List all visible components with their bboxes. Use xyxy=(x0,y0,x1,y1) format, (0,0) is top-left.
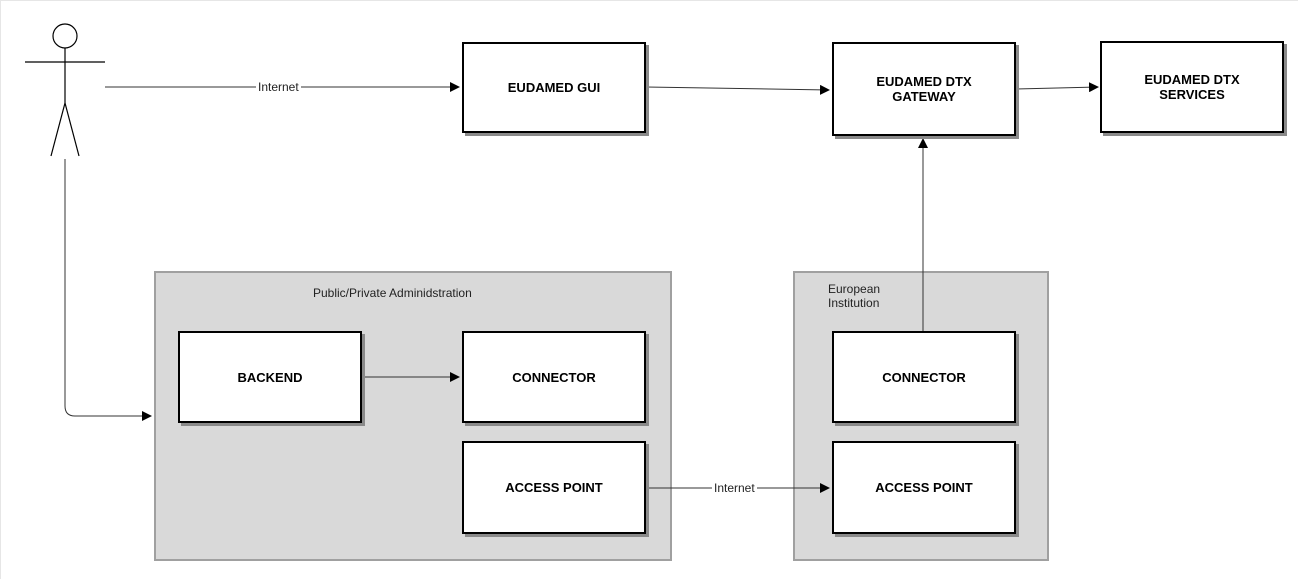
node-access-point-eu: ACCESS POINT xyxy=(832,441,1016,534)
node-eudamed-dtx-gateway: EUDAMED DTX GATEWAY xyxy=(832,42,1016,136)
node-connector-public: CONNECTOR xyxy=(462,331,646,423)
edge-label-internet-top: Internet xyxy=(256,80,301,94)
edge-gateway-to-services xyxy=(1015,82,1099,93)
node-eudamed-gui: EUDAMED GUI xyxy=(462,42,646,133)
edge-gui-to-gateway xyxy=(645,84,830,95)
group-label-public-private: Public/Private Adminidstration xyxy=(313,286,472,300)
node-connector-eu: CONNECTOR xyxy=(832,331,1016,423)
actor-icon xyxy=(25,23,105,157)
edge-actor-to-public-private xyxy=(64,159,152,421)
node-eudamed-dtx-services: EUDAMED DTX SERVICES xyxy=(1100,41,1284,133)
node-backend: BACKEND xyxy=(178,331,362,423)
node-access-point-public: ACCESS POINT xyxy=(462,441,646,534)
group-label-european-institution: European Institution xyxy=(828,282,881,310)
edge-label-internet-bottom: Internet xyxy=(712,481,757,495)
